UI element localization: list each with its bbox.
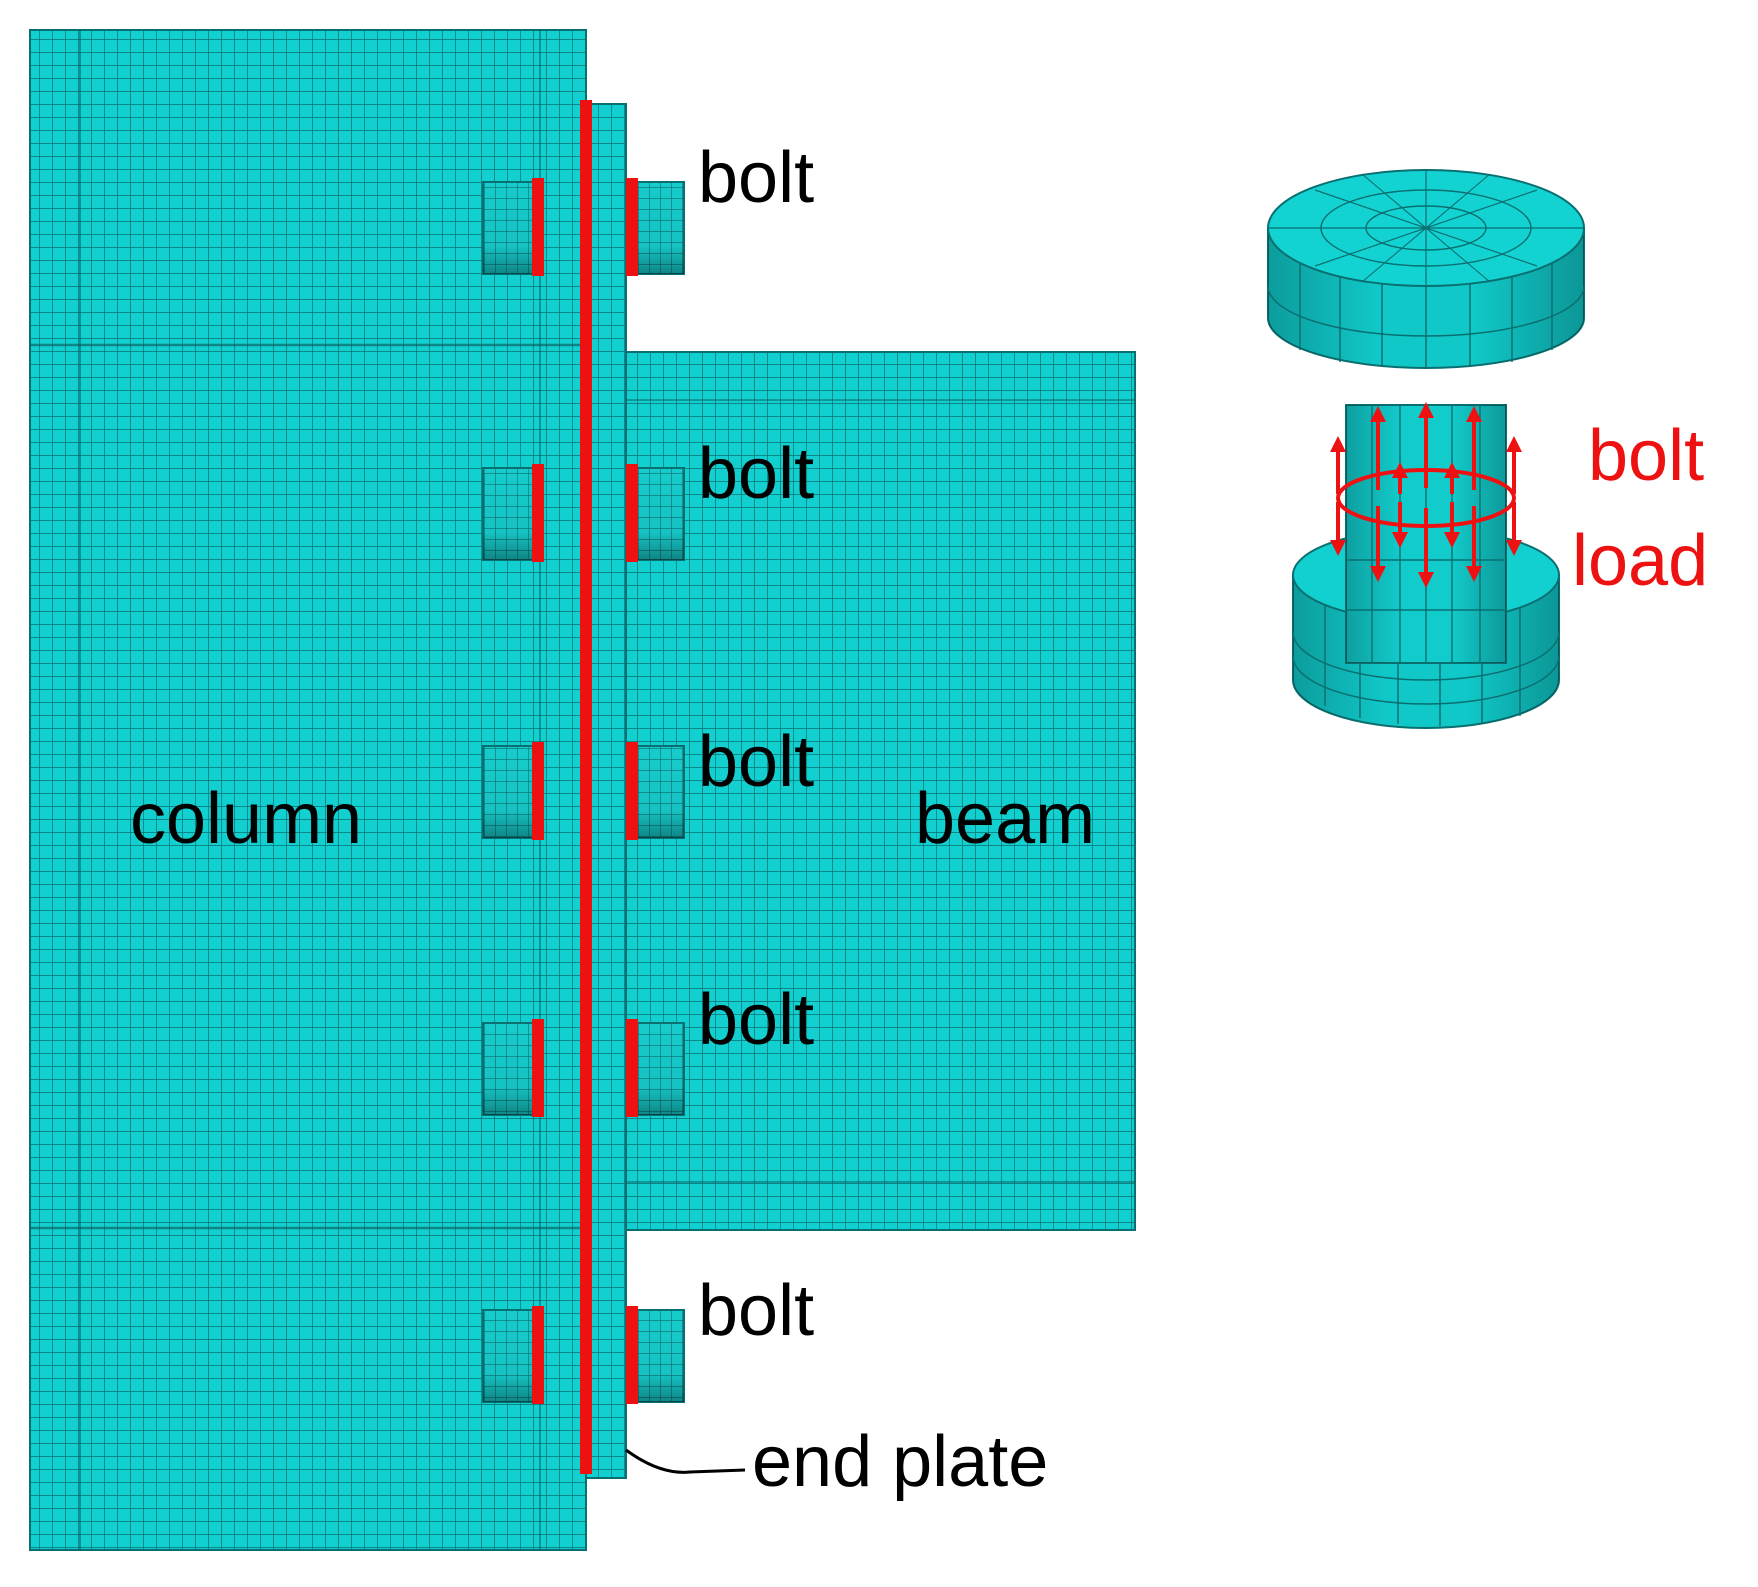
- bolt-nut-right-4: [626, 1019, 685, 1117]
- bolt-heads-column-side: [482, 178, 544, 1404]
- bolt-label-4: bolt: [698, 980, 814, 1060]
- bolt-3d-model: bolt load: [1267, 169, 1708, 729]
- bolt-load-symbol: [1330, 402, 1522, 588]
- bolt-nut-right-3: [626, 742, 685, 840]
- bolt-label-1: bolt: [698, 138, 814, 218]
- bolt-label-5: bolt: [698, 1271, 814, 1351]
- beam-label: beam: [915, 779, 1095, 859]
- bolt-label-3: bolt: [698, 722, 814, 802]
- bolt-3d-upper-head: [1267, 169, 1585, 369]
- end-plate-leader-line: [625, 1448, 746, 1474]
- bolt-nut-right-1: [626, 178, 685, 276]
- bolt-load-label-line2: load: [1572, 521, 1708, 601]
- bolt-nuts-beam-side: [626, 178, 685, 1404]
- bolt-head-left-2: [482, 464, 544, 562]
- bolt-head-left-1: [482, 178, 544, 276]
- bolt-load-arrows: [1330, 402, 1522, 588]
- bolt-nut-right-2: [626, 464, 685, 562]
- model-labels: bolt bolt bolt bolt bolt column beam end…: [130, 138, 1095, 1502]
- bolt-nut-right-5: [626, 1306, 685, 1404]
- bolt-head-left-4: [482, 1019, 544, 1117]
- bolt-head-left-3: [482, 742, 544, 840]
- beam-mesh: [624, 351, 1136, 1231]
- end-plate-contact-line: [580, 100, 592, 1474]
- bolt-head-left-5: [482, 1306, 544, 1404]
- column-label: column: [130, 779, 362, 859]
- bolt-label-2: bolt: [698, 434, 814, 514]
- end-plate-label: end plate: [752, 1422, 1048, 1502]
- bolt-load-label-line1: bolt: [1588, 416, 1704, 496]
